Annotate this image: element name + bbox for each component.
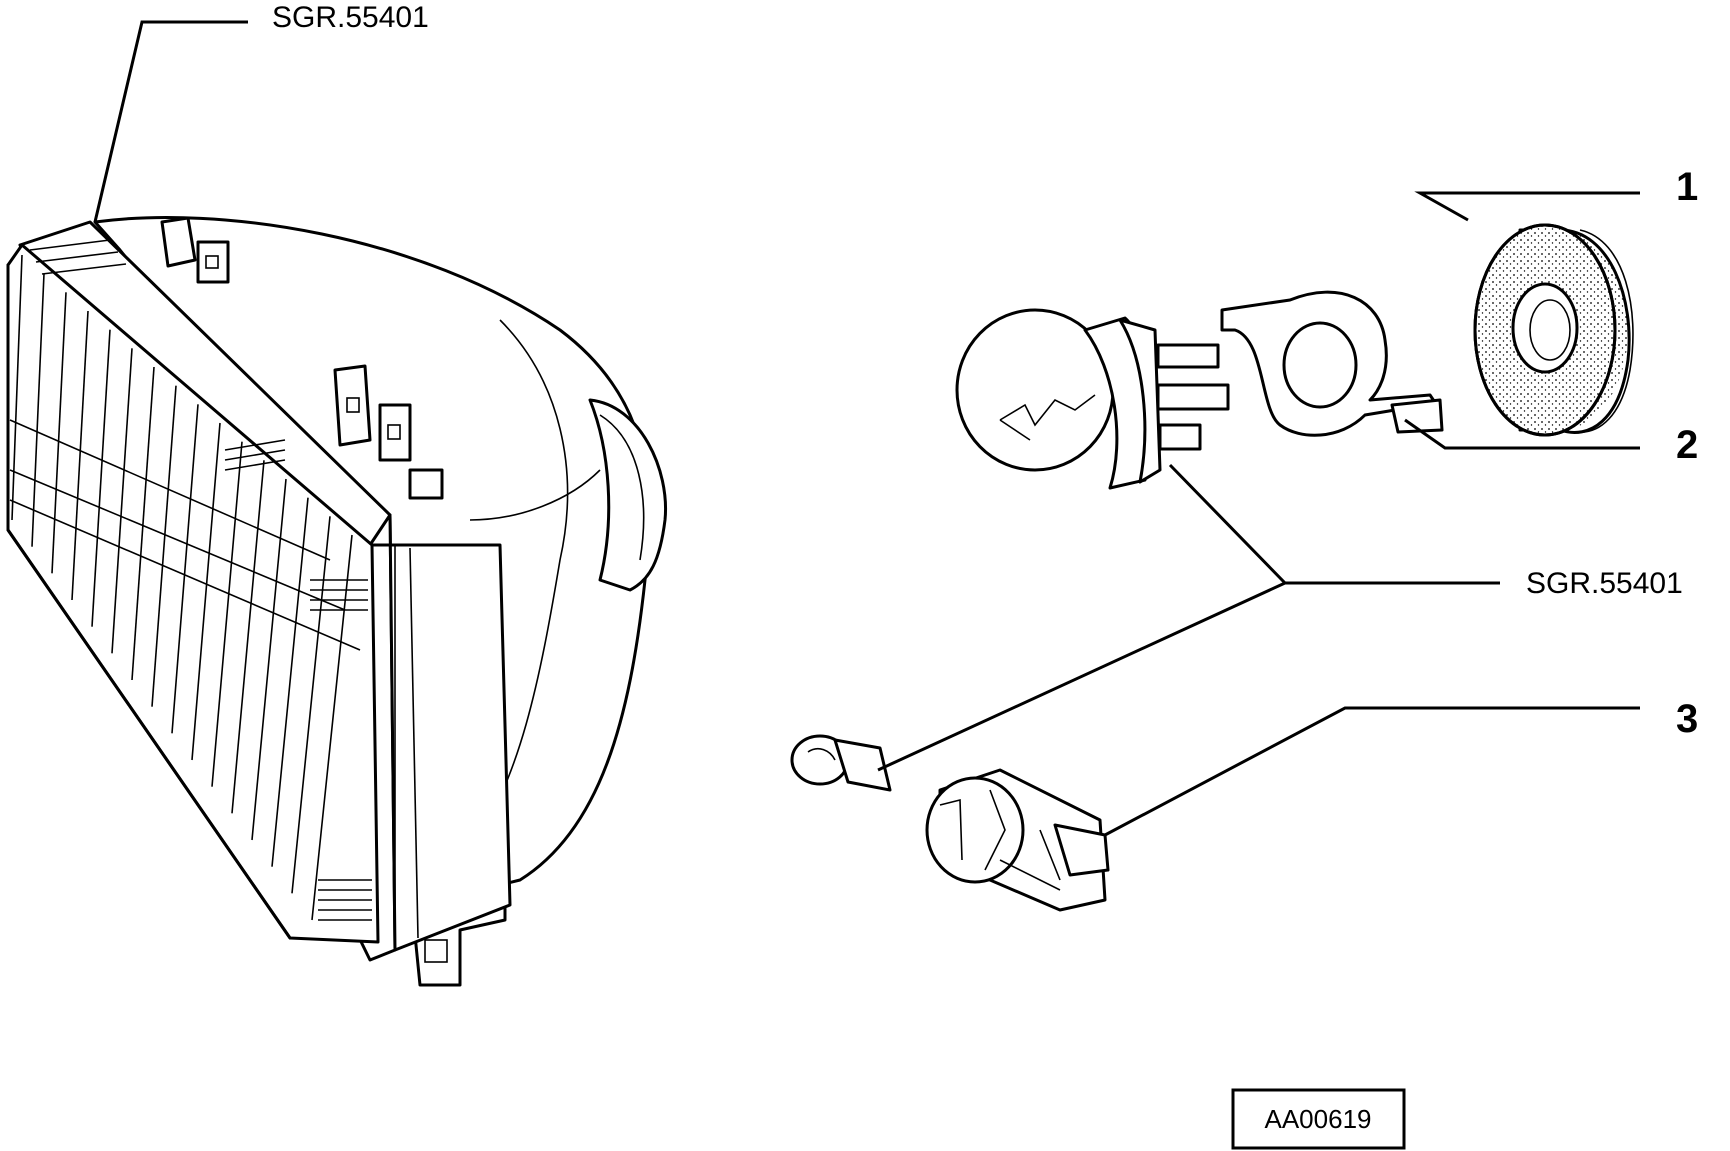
lens-rib bbox=[211, 441, 243, 787]
retaining-clip-icon bbox=[1220, 290, 1444, 437]
lens-rib bbox=[51, 292, 67, 574]
main-bulb-icon bbox=[955, 308, 1230, 490]
lens-rib bbox=[111, 348, 133, 654]
lens-rib bbox=[291, 516, 331, 894]
lens-rib bbox=[11, 254, 23, 521]
bulb-holder-icon bbox=[925, 768, 1110, 912]
lens-rib bbox=[131, 366, 155, 681]
lens-rib bbox=[251, 478, 287, 841]
rubber-cap-icon bbox=[1473, 223, 1634, 437]
item-number-2: 2 bbox=[1676, 423, 1698, 467]
drawing-code-box: AA00619 bbox=[1231, 1088, 1406, 1150]
lens-rib bbox=[71, 310, 89, 601]
ref-label-top: SGR.55401 bbox=[272, 1, 429, 34]
parking-bulb-icon bbox=[790, 734, 892, 792]
lens-rib bbox=[271, 497, 309, 867]
headlamp-unit-icon bbox=[6, 215, 668, 987]
lens-rib bbox=[151, 385, 177, 707]
lens-rib bbox=[311, 534, 353, 921]
lens-rib bbox=[171, 404, 199, 734]
drawing-code: AA00619 bbox=[1265, 1104, 1372, 1134]
item-number-3: 3 bbox=[1676, 697, 1698, 741]
lens-rib bbox=[231, 460, 265, 814]
lens-rib bbox=[91, 329, 111, 627]
ref-label-mid: SGR.55401 bbox=[1526, 567, 1683, 600]
item-number-1: 1 bbox=[1676, 165, 1698, 209]
lens-rib bbox=[191, 422, 221, 761]
lens-rib bbox=[31, 273, 45, 547]
leader-lines bbox=[93, 20, 1640, 837]
